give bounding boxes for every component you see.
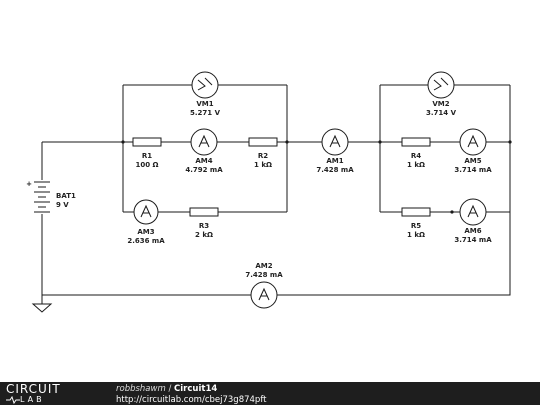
am4-value: 4.792 mA bbox=[185, 166, 223, 174]
r2-name: R2 bbox=[258, 152, 268, 160]
am3-name: AM3 bbox=[137, 228, 154, 236]
circuit-schematic: + BAT1 9 V R1 100 Ω R2 1 kΩ R3 2 kΩ R4 1… bbox=[26, 71, 512, 313]
junctions bbox=[121, 140, 512, 214]
am2-name: AM2 bbox=[255, 262, 272, 270]
am1-name: AM1 bbox=[326, 157, 343, 165]
resistor-r2[interactable]: R2 1 kΩ bbox=[248, 137, 278, 169]
r2-value: 1 kΩ bbox=[254, 161, 272, 169]
circuit-url-link[interactable]: http://circuitlab.com/cbej73g874pft bbox=[116, 395, 267, 405]
r3-name: R3 bbox=[199, 222, 209, 230]
resistor-r5[interactable]: R5 1 kΩ bbox=[401, 207, 431, 239]
vm1-name: VM1 bbox=[196, 100, 213, 108]
battery-bat1[interactable]: + BAT1 9 V bbox=[26, 180, 76, 213]
resistor-r3[interactable]: R3 2 kΩ bbox=[189, 207, 219, 239]
ground-symbol bbox=[31, 303, 53, 313]
vm2-value: 3.714 V bbox=[426, 109, 457, 117]
circuitlab-logo[interactable]: CIRCUIT LAB bbox=[6, 383, 98, 405]
r1-value: 100 Ω bbox=[136, 161, 159, 169]
logo-lab: LAB bbox=[20, 395, 45, 404]
junction-dot bbox=[378, 140, 382, 144]
junction-dot bbox=[121, 140, 125, 144]
r3-value: 2 kΩ bbox=[195, 231, 213, 239]
am3-value: 2.636 mA bbox=[127, 237, 165, 245]
am2-value: 7.428 mA bbox=[245, 271, 283, 279]
ammeter-am4[interactable]: AM4 4.792 mA bbox=[185, 128, 223, 174]
r5-name: R5 bbox=[411, 222, 421, 230]
battery-value: 9 V bbox=[56, 201, 69, 209]
battery-name: BAT1 bbox=[56, 192, 76, 200]
r5-value: 1 kΩ bbox=[407, 231, 425, 239]
am6-name: AM6 bbox=[464, 227, 481, 235]
am4-name: AM4 bbox=[195, 157, 212, 165]
footer-bar: CIRCUIT LAB robbshawm / Circuit14 http:/… bbox=[0, 382, 540, 405]
vm1-value: 5.271 V bbox=[190, 109, 221, 117]
am1-value: 7.428 mA bbox=[316, 166, 354, 174]
logo-text-bottom: LAB bbox=[6, 395, 45, 404]
logo-text-top: CIRCUIT bbox=[6, 382, 61, 396]
am5-value: 3.714 mA bbox=[454, 166, 492, 174]
credit-separator: / bbox=[165, 384, 175, 394]
r1-name: R1 bbox=[142, 152, 152, 160]
voltmeter-vm1[interactable]: VM1 5.271 V bbox=[190, 71, 221, 117]
resistor-r1[interactable]: R1 100 Ω bbox=[132, 137, 162, 169]
am6-value: 3.714 mA bbox=[454, 236, 492, 244]
ammeter-am5[interactable]: AM5 3.714 mA bbox=[454, 128, 492, 174]
ammeter-am1[interactable]: AM1 7.428 mA bbox=[316, 128, 354, 174]
battery-polarity-plus: + bbox=[26, 180, 32, 188]
junction-dot bbox=[450, 210, 454, 214]
ammeter-am3[interactable]: AM3 2.636 mA bbox=[127, 199, 165, 245]
r4-name: R4 bbox=[411, 152, 421, 160]
circuit-credit: robbshawm / Circuit14 bbox=[116, 384, 217, 394]
circuit-name[interactable]: Circuit14 bbox=[174, 384, 218, 394]
author-link[interactable]: robbshawm bbox=[116, 384, 166, 394]
am5-name: AM5 bbox=[464, 157, 481, 165]
ammeter-am6[interactable]: AM6 3.714 mA bbox=[454, 198, 492, 244]
vm2-name: VM2 bbox=[432, 100, 449, 108]
logo-circuit-icon bbox=[6, 396, 20, 404]
junction-dot bbox=[285, 140, 289, 144]
resistor-r4[interactable]: R4 1 kΩ bbox=[401, 137, 431, 169]
voltmeter-vm2[interactable]: VM2 3.714 V bbox=[426, 71, 457, 117]
wires bbox=[41, 84, 511, 304]
junction-dot bbox=[508, 140, 512, 144]
r4-value: 1 kΩ bbox=[407, 161, 425, 169]
ammeter-am2[interactable]: AM2 7.428 mA bbox=[245, 262, 283, 309]
